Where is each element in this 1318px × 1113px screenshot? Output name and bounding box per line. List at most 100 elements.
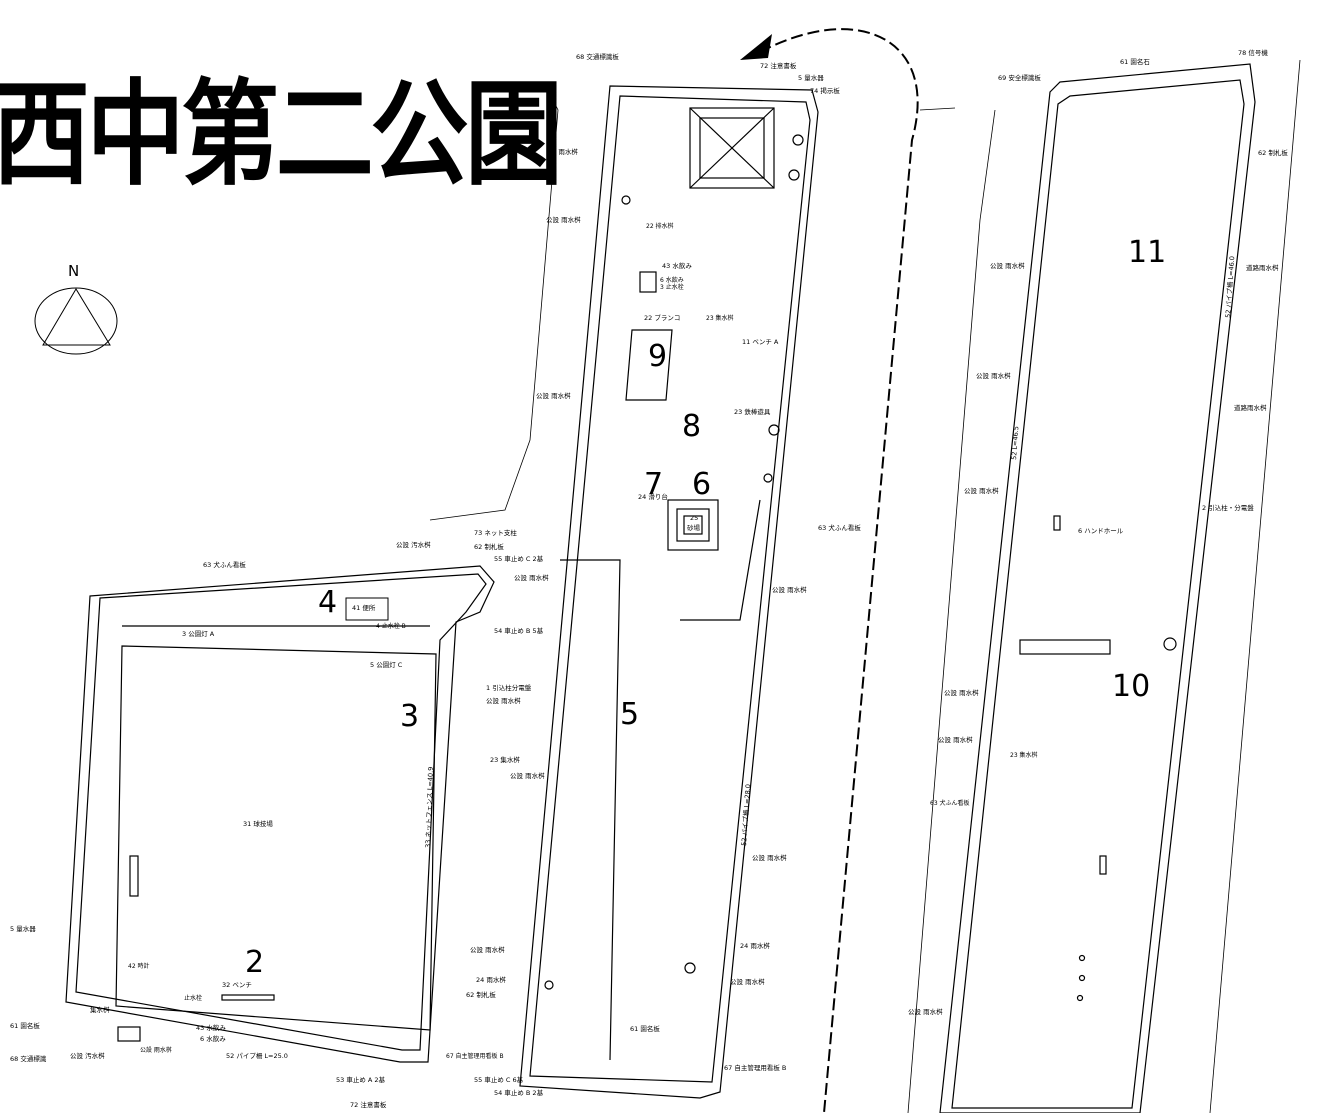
section-numbers: 2 3 4 5 6 7 8 9 10 11 xyxy=(245,235,1166,980)
label: 23 集水桝 xyxy=(490,755,520,764)
section-number: 11 xyxy=(1128,235,1166,270)
label: 公設 雨水桝 xyxy=(470,945,505,954)
right-park-area xyxy=(939,63,1256,1113)
label: 41 便所 xyxy=(352,603,376,612)
label: 61 園名板 xyxy=(10,1021,40,1030)
label: 54 車止め B 5基 xyxy=(494,626,544,635)
label: 78 信号機 xyxy=(1238,48,1268,57)
label: 公設 雨水桝 xyxy=(908,1007,943,1016)
label: 5 量水器 xyxy=(798,73,824,82)
label: 公設 雨水桝 xyxy=(976,371,1011,380)
label: 23 集水桝 xyxy=(1010,751,1038,759)
label: 62 制札板 xyxy=(466,990,496,999)
label: 道路雨水桝 xyxy=(1234,403,1267,412)
label: 63 犬ふん看板 xyxy=(818,523,861,532)
label: 23 鉄棒遊具 xyxy=(734,407,771,416)
label: 道路雨水桝 xyxy=(1246,263,1279,272)
label: 公設 雨水桝 xyxy=(510,771,545,780)
central-park-area xyxy=(519,85,819,1099)
label: 52 パイプ柵 L=28.0 xyxy=(739,784,752,846)
label: 72 注意書板 xyxy=(350,1100,387,1109)
section-number: 10 xyxy=(1112,669,1150,704)
label: 62 制札板 xyxy=(474,542,504,551)
label: 公設 雨水桝 xyxy=(752,853,787,862)
label: 68 交通標識 xyxy=(10,1054,47,1063)
label: 55 車止め C 2基 xyxy=(494,554,544,563)
label: 6 水飲み xyxy=(660,276,684,284)
section-number: 3 xyxy=(400,699,419,734)
ballcourt-area xyxy=(65,565,495,1063)
label: 61 園名石 xyxy=(1120,57,1150,66)
label: 5 量水器 xyxy=(10,924,36,933)
label: 砂場 xyxy=(687,523,701,532)
label: 55 車止め C 6基 xyxy=(474,1075,524,1084)
label: 72 注意書板 xyxy=(760,61,797,70)
section-number: 9 xyxy=(648,339,667,374)
label: 公設 汚水桝 xyxy=(396,540,431,549)
label: 22 排水桝 xyxy=(646,222,674,230)
label: 43 水飲み xyxy=(662,261,692,270)
label: 32 ベンチ xyxy=(222,981,252,989)
label: 6 ハンドホール xyxy=(1078,527,1124,535)
label: 3 止水栓 xyxy=(660,283,684,291)
label: 53 車止め A 2基 xyxy=(336,1075,386,1084)
label: 24 雨水桝 xyxy=(476,975,506,984)
label: 公設 雨水桝 xyxy=(514,573,549,582)
label: 2 引込柱・分電盤 xyxy=(1202,503,1254,512)
label: 4 止水栓 B xyxy=(376,622,406,630)
label: 公設 雨水桝 xyxy=(964,486,999,495)
label: 24 滑り台 xyxy=(638,492,668,501)
label: 公設 雨水桝 xyxy=(944,688,979,697)
label: 52 パイプ柵 L=46.0 xyxy=(1223,256,1236,318)
label: 42 時計 xyxy=(128,962,150,970)
label: 公設 雨水桝 xyxy=(730,977,765,986)
label: 公設 雨水桝 xyxy=(536,391,571,400)
label: 3 公園灯 A xyxy=(182,629,215,638)
label: 止水栓 xyxy=(184,994,202,1002)
label: 52 パイプ柵 L=25.0 xyxy=(226,1051,288,1060)
label: 1 引込柱分電盤 xyxy=(486,683,532,692)
curved-arrow-icon xyxy=(740,28,919,1113)
label: 31 球技場 xyxy=(243,819,273,828)
label: 公設 雨水桝 xyxy=(990,261,1025,270)
label: 74 掲示板 xyxy=(810,86,840,95)
label: 11 ベンチ A xyxy=(742,338,779,346)
label: 63 犬ふん看板 xyxy=(930,799,970,807)
label: 33 ネットフェンス L=40.9 xyxy=(424,767,435,849)
label: 公設 雨水桝 xyxy=(938,735,973,744)
label: 52 L=46.5 xyxy=(1010,426,1020,460)
road-lines xyxy=(429,59,1301,1113)
label: 公設 汚水桝 xyxy=(70,1051,105,1060)
label: 集水桝 xyxy=(90,1005,110,1014)
label: 公設 雨水桝 xyxy=(546,215,581,224)
label: 63 犬ふん看板 xyxy=(203,560,246,569)
label: 公設 雨水桝 xyxy=(140,1046,172,1054)
label: 69 安全標識板 xyxy=(998,73,1041,82)
section-number: 4 xyxy=(318,585,337,620)
label: 6 水飲み xyxy=(200,1034,226,1043)
label: 68 交通標識板 xyxy=(576,52,619,61)
label: 62 制札板 xyxy=(1258,148,1288,157)
label: 23 集水桝 xyxy=(706,314,734,322)
label: 24 雨水桝 xyxy=(740,941,770,950)
section-number: 8 xyxy=(682,409,701,444)
map-title: 西中第二公園 xyxy=(0,68,563,201)
section-number: 6 xyxy=(692,467,711,502)
label: 24 雨水桝 xyxy=(548,147,578,156)
toilet-building xyxy=(345,597,389,621)
section-number: 5 xyxy=(620,697,639,732)
label: 73 ネット支柱 xyxy=(474,528,517,537)
label: 公設 雨水桝 xyxy=(486,696,521,705)
label: 67 自主管理用看板 B xyxy=(724,1063,786,1072)
label: 67 自主管理用看板 B xyxy=(446,1052,504,1060)
section-number: 2 xyxy=(245,945,264,980)
label: 54 車止め B 2基 xyxy=(494,1088,544,1097)
label: 22 ブランコ xyxy=(644,313,680,322)
north-label: N xyxy=(68,262,80,280)
label: 5 公園灯 C xyxy=(370,660,403,669)
section-number: 7 xyxy=(644,467,663,502)
labels: 68 交通標識板 72 注意書板 5 量水器 74 掲示板 24 雨水桝 公設 … xyxy=(10,48,1288,1109)
label: 61 園名板 xyxy=(630,1024,660,1033)
label: 43 水飲み xyxy=(196,1023,226,1032)
